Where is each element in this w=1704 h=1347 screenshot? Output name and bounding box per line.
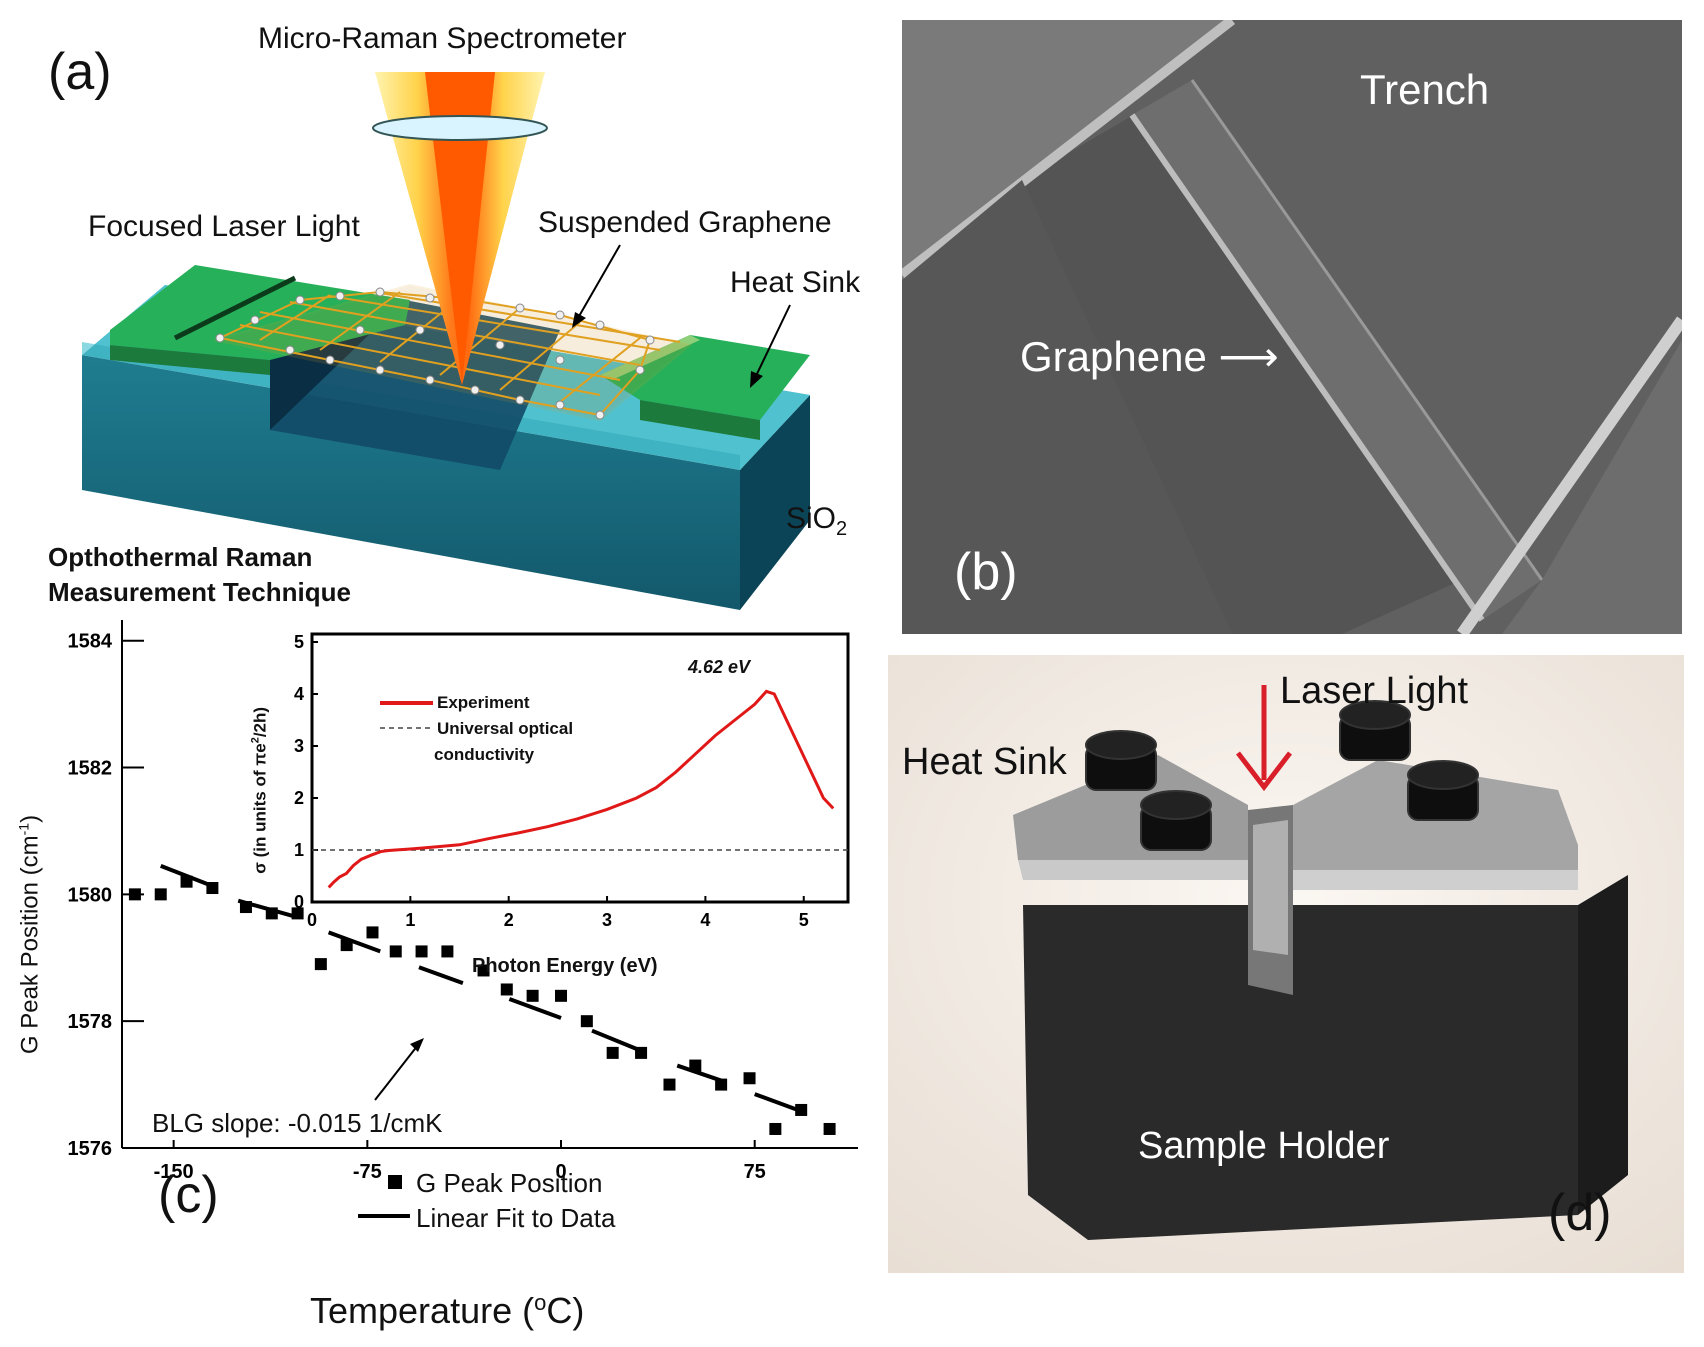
focused-laser-label: Focused Laser Light [88, 210, 360, 243]
inset-y-tick-label: 3 [294, 736, 304, 756]
suspended-graphene-label: Suspended Graphene [538, 206, 832, 239]
sample-holder-photo [888, 655, 1684, 1273]
inset-x-tick-label: 1 [405, 910, 415, 930]
annotation-arrow [374, 1044, 419, 1101]
inset-x-tick-label: 0 [307, 910, 317, 930]
technique-label-1: Opthothermal Raman [48, 542, 313, 572]
fit-segment [591, 1028, 647, 1055]
data-point [526, 989, 539, 1002]
graphene-strip [1132, 80, 1542, 620]
x-tick-label: 0 [555, 1161, 566, 1183]
data-point [366, 926, 379, 939]
main-plot-area: -150 -75 0 75 1576 1578 1580 1582 1584 [68, 590, 858, 1218]
y-tick-label: 1576 [68, 1138, 113, 1160]
heatsink-arrow [754, 304, 791, 379]
data-point [663, 1078, 676, 1091]
spectrometer-label: Micro-Raman Spectrometer [258, 22, 627, 55]
heat-sink-label-d: Heat Sink [902, 741, 1067, 783]
knob [1085, 700, 1479, 851]
x-tick-label: -75 [353, 1161, 382, 1183]
data-point [477, 964, 490, 977]
substrate-side [740, 395, 810, 610]
annotation-arrowhead [410, 1038, 424, 1052]
data-point [154, 888, 167, 901]
data-point [743, 1072, 756, 1085]
data-point [769, 1122, 782, 1135]
inset-y-label: σ (in units of πe2/2h) [249, 706, 270, 874]
inset-legend-experiment: Experiment [437, 693, 530, 712]
x-axis-label: Temperature (oC) [310, 1290, 585, 1331]
substrate-front [82, 355, 740, 610]
inset-legend-universal-2: conductivity [434, 745, 535, 764]
objective-lens [372, 115, 548, 141]
raman-setup-illustration [82, 72, 810, 610]
inset-x-tick-label: 2 [504, 910, 514, 930]
inset-x-tick-label: 4 [700, 910, 710, 930]
g-peak-chart: -150 -75 0 75 1576 1578 1580 1582 1584 0 1 2 3 4 5 0 1 2… [68, 590, 858, 1218]
data-point [389, 945, 402, 958]
data-point [415, 945, 428, 958]
data-point [555, 989, 568, 1002]
data-point [314, 958, 327, 971]
data-point [580, 1015, 593, 1028]
panel-d: Laser Light Heat Sink Sample Holder (d) [888, 655, 1684, 1273]
graphene-arrow [577, 244, 621, 319]
graphene-atoms [215, 287, 655, 420]
inset-y-tick-label: 5 [294, 632, 304, 652]
sio2-label: SiO2 [786, 502, 848, 540]
panel-b: Trench Graphene ⟶ (b) [902, 20, 1682, 634]
inset-frame [310, 632, 850, 904]
fit-segment [327, 930, 381, 954]
data-point [823, 1122, 836, 1135]
trench-label: Trench [1360, 66, 1490, 113]
experiment-line [327, 689, 835, 889]
panel-b-label: (b) [954, 543, 1018, 601]
inset-plot-area: 0 1 2 3 4 5 0 1 2 3 4 5 [294, 632, 850, 930]
panel-a-label: (a) [48, 43, 112, 101]
fit-segment [237, 898, 296, 919]
graphene-label: Graphene ⟶ [1020, 333, 1279, 380]
inset-peak-label: 4.62 eV [688, 657, 751, 677]
y-axis-label: G Peak Position (cm-1) [15, 814, 44, 1055]
data-point [441, 945, 454, 958]
legend-fit-label: Linear Fit to Data [416, 1203, 616, 1233]
inset-y-tick-label: 4 [294, 684, 304, 704]
holder-body [1023, 905, 1578, 1240]
laser-light-label: Laser Light [1280, 670, 1469, 712]
x-tick-label: 75 [744, 1161, 766, 1183]
inset-y-tick-label: 2 [294, 788, 304, 808]
inset-legend-universal-1: Universal optical [437, 719, 574, 738]
fit-segment [160, 863, 219, 890]
sem-image [902, 20, 1682, 634]
data-point [500, 983, 513, 996]
data-point [128, 888, 141, 901]
y-tick-label: 1582 [68, 758, 113, 780]
fit-segment [508, 997, 562, 1020]
panel-d-label: (d) [1548, 1184, 1612, 1242]
fit-segment [418, 965, 464, 986]
inset-y-tick-label: 0 [294, 892, 304, 912]
inset-x-tick-label: 3 [602, 910, 612, 930]
y-tick-label: 1578 [68, 1011, 113, 1033]
x-tick-label: -150 [154, 1161, 194, 1183]
graphene-arrow-glyph: ⟶ [1206, 333, 1279, 380]
data-point [689, 1059, 702, 1072]
panel-a: (a) Micro-Raman Spectrometer Focused Las… [0, 0, 890, 615]
inset-x-label: Photon Energy (eV) [472, 955, 658, 977]
sample-holder-label: Sample Holder [1138, 1125, 1390, 1167]
fit-segment [754, 1092, 808, 1116]
data-point [606, 1046, 619, 1059]
fit-segment [676, 1063, 725, 1084]
slope-annotation: BLG slope: -0.015 1/cmK [152, 1108, 443, 1138]
inset-x-tick-label: 5 [799, 910, 809, 930]
panel-c: -150 -75 0 75 1576 1578 1580 1582 1584 0 1 2 3 4 5 0 1 2… [0, 590, 880, 1340]
panel-c-label: (c) [158, 1166, 219, 1224]
heat-sink-label-a: Heat Sink [730, 266, 861, 299]
y-tick-label: 1584 [68, 631, 113, 653]
y-tick-label: 1580 [68, 884, 113, 906]
legend-points-label: G Peak Position [416, 1168, 603, 1198]
legend-marker-points [388, 1175, 402, 1189]
technique-label-2: Measurement Technique [48, 577, 351, 607]
inset-y-tick-label: 1 [294, 840, 304, 860]
